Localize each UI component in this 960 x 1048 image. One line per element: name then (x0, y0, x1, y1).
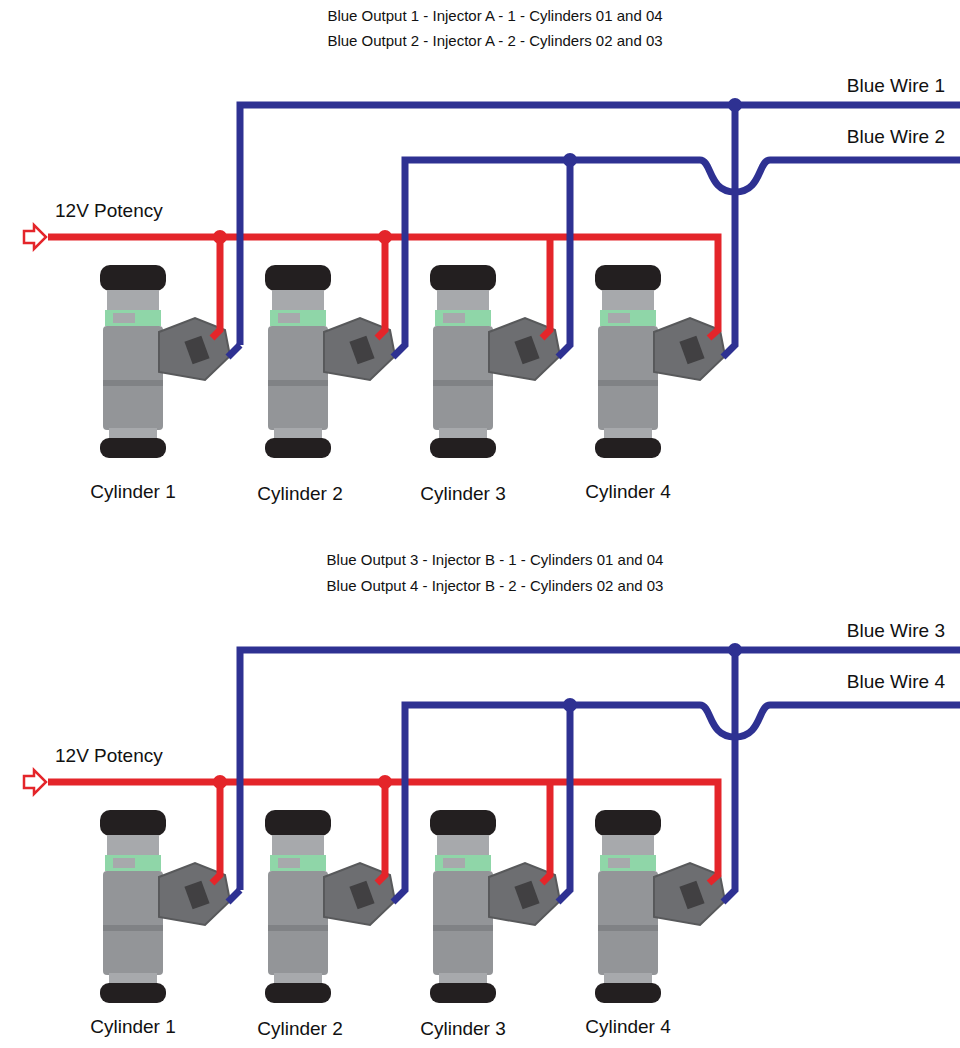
injector-figure (265, 265, 395, 458)
junction-dot (213, 775, 227, 789)
wire-label: Cylinder 4 (585, 481, 671, 503)
injector-figure (595, 810, 725, 1003)
wire-label: Cylinder 3 (420, 483, 506, 505)
signal-wire (723, 650, 735, 902)
wire-label: Blue Wire 2 (847, 126, 945, 148)
wire-label: 12V Potency (55, 200, 163, 222)
output-caption: Blue Output 3 - Injector B - 1 - Cylinde… (327, 551, 664, 568)
signal-wire (240, 650, 960, 890)
junction-dot (728, 98, 742, 112)
wire-label: Blue Wire 3 (847, 620, 945, 642)
injector-figure (430, 265, 560, 458)
supply-wire (542, 782, 550, 883)
output-caption: Blue Output 2 - Injector A - 2 - Cylinde… (327, 32, 662, 49)
junction-dot (213, 230, 227, 244)
injector-figure (100, 265, 230, 458)
junction-dot (563, 698, 577, 712)
injector-figure (430, 810, 560, 1003)
junction-dot (378, 775, 392, 789)
supply-wire (377, 237, 385, 338)
wire-label: Cylinder 1 (90, 1016, 176, 1038)
supply-wire (48, 782, 718, 883)
signal-wire (558, 160, 570, 357)
wire-label: Blue Wire 1 (847, 75, 945, 97)
junction-dot (563, 153, 577, 167)
supply-wire (542, 237, 550, 338)
junction-dot (728, 643, 742, 657)
supply-arrow (24, 225, 46, 249)
wire-label: Cylinder 2 (257, 1018, 343, 1040)
signal-wire (558, 705, 570, 902)
signal-wire (228, 890, 240, 902)
signal-wire (228, 345, 240, 357)
wire-label: Cylinder 1 (90, 481, 176, 503)
signal-wire (240, 105, 960, 345)
wire-label: Blue Wire 4 (847, 671, 945, 693)
wiring-panel (24, 643, 960, 1003)
supply-arrow (24, 770, 46, 794)
wiring-panel (24, 98, 960, 458)
wire-label: Cylinder 2 (257, 483, 343, 505)
wire-label: 12V Potency (55, 745, 163, 767)
injector-figure (265, 810, 395, 1003)
signal-wire (393, 160, 960, 357)
wire-label: Cylinder 4 (585, 1016, 671, 1038)
supply-wire (212, 782, 220, 883)
junction-dot (378, 230, 392, 244)
injector-figure (595, 265, 725, 458)
supply-wire (48, 237, 718, 338)
output-caption: Blue Output 1 - Injector A - 1 - Cylinde… (327, 7, 662, 24)
signal-wire (723, 105, 735, 357)
signal-wire (393, 705, 960, 902)
supply-wire (377, 782, 385, 883)
output-caption: Blue Output 4 - Injector B - 2 - Cylinde… (327, 577, 664, 594)
injector-figure (100, 810, 230, 1003)
wire-label: Cylinder 3 (420, 1018, 506, 1040)
supply-wire (212, 237, 220, 338)
